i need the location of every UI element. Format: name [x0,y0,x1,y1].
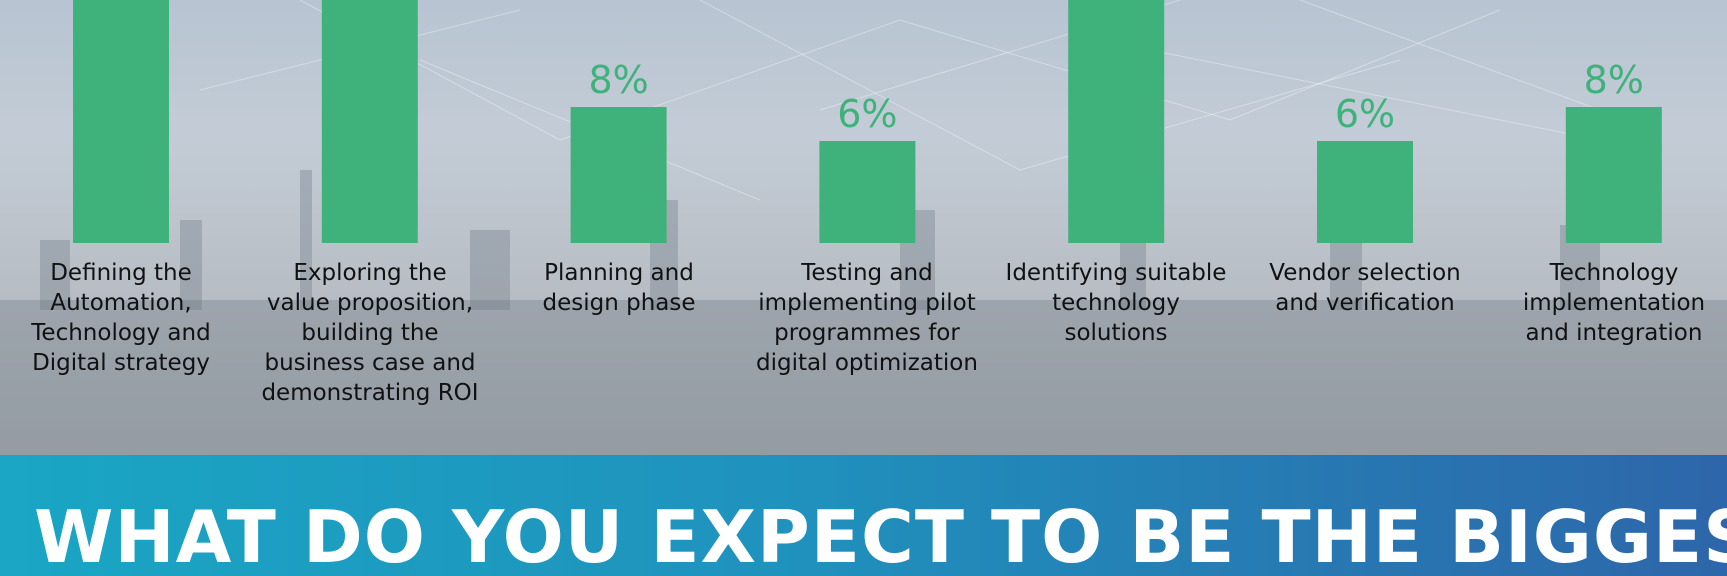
bar-3 [570,107,667,243]
category-label-line: implementation [1522,290,1706,316]
category-label-line: Technology and [31,320,211,346]
network-lines-decoration [0,0,1727,455]
bar-value-label-7: 8% [1584,58,1644,102]
category-label-line: Defining the [50,260,192,286]
category-label-line: value proposition, [266,290,474,316]
bar-1 [73,0,169,243]
category-label-line: digital optimization [756,350,978,376]
bar-value-label-4: 6% [837,92,897,136]
category-label-7: Technology implementation and integration [1499,258,1727,348]
category-label-5: Identifying suitable technology solutions [1001,258,1231,348]
banner-title: WHAT DO YOU EXPECT TO BE THE BIGGEST [34,495,1727,576]
category-label-line: design phase [542,290,696,316]
bar-chart: 8% 6% 6% 8% [73,0,1662,243]
category-label-line: demonstrating ROI [261,380,479,406]
bar-2 [321,0,418,243]
category-label-line: Vendor selection [1269,260,1461,286]
category-label-line: business case and [264,350,476,376]
bar-5 [1068,0,1165,243]
category-label-line: Planning and [544,260,694,286]
category-label-line: Exploring the [293,260,447,286]
bar-4 [819,141,916,243]
bar-6 [1317,141,1413,243]
category-label-4: Testing and implementing pilot programmes … [752,258,982,378]
category-label-line: solutions [1064,320,1168,346]
category-label-line: Technology [1549,260,1679,286]
category-label-line: and verification [1275,290,1455,316]
bar-value-label-6: 6% [1335,92,1395,136]
category-label-line: Identifying suitable [1005,260,1227,286]
city-background [0,0,1727,455]
category-label-6: Vendor selection and verification [1250,258,1480,318]
bar-7 [1565,107,1662,243]
category-label-line: Testing and [801,260,933,286]
category-label-line: programmes for [774,320,960,346]
category-label-3: Planning and design phase [504,258,734,318]
category-label-2: Exploring the value proposition, building … [255,258,485,408]
category-label-line: Automation, [50,290,192,316]
category-label-line: technology [1052,290,1180,316]
category-label-line: Digital strategy [32,350,210,376]
bar-value-label-3: 8% [588,58,648,102]
title-banner: WHAT DO YOU EXPECT TO BE THE BIGGEST [0,455,1727,576]
category-label-line: building the [301,320,439,346]
category-label-line: and integration [1525,320,1703,346]
category-label-line: implementing pilot [758,290,976,316]
